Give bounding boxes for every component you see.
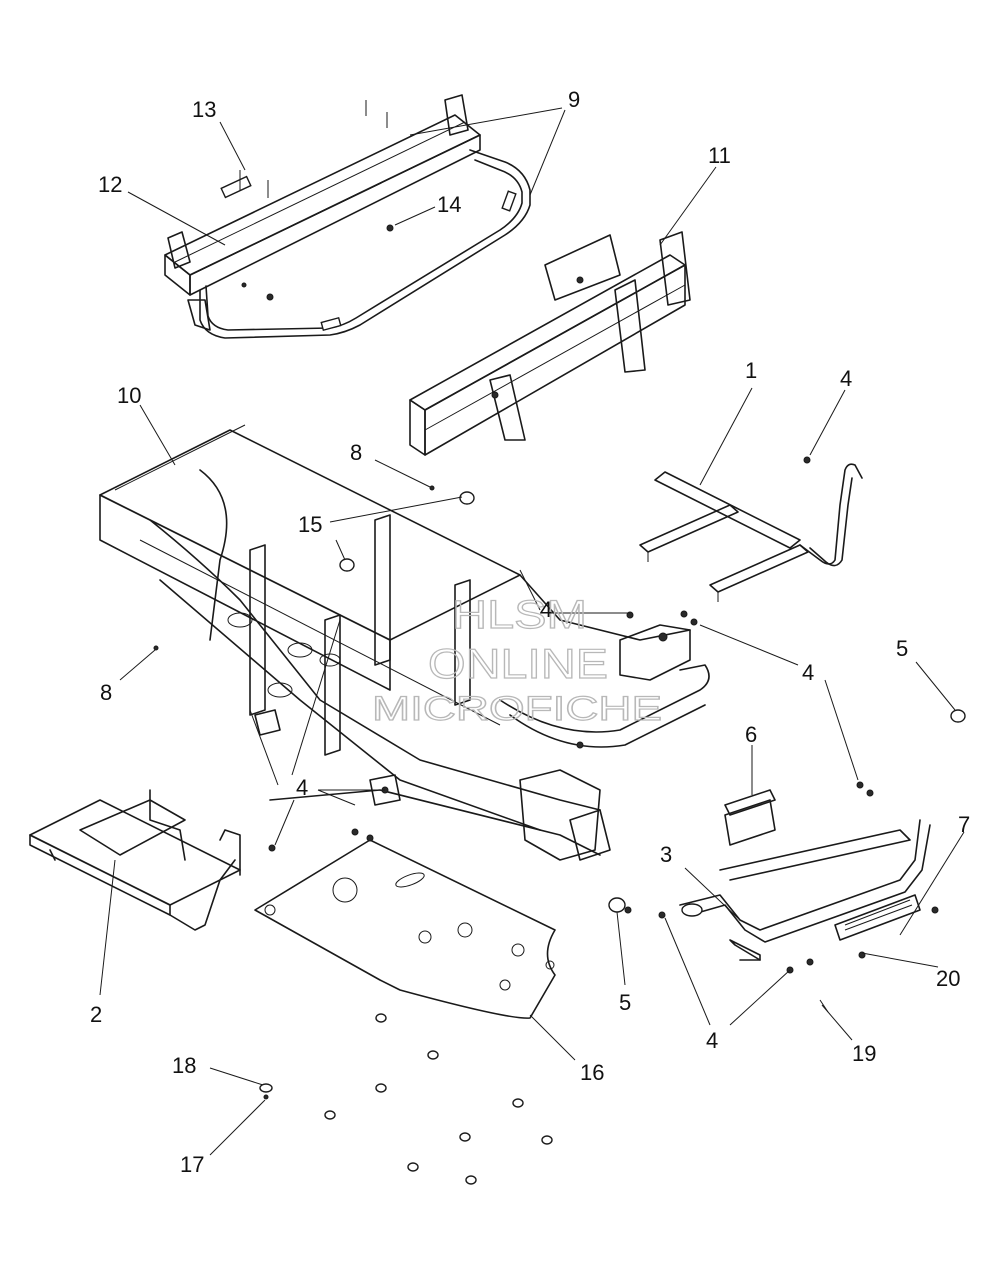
- callout-14: 14: [437, 192, 461, 217]
- callout-13: 13: [192, 97, 216, 122]
- callout-4b: 4: [802, 660, 814, 685]
- callout-4d: 4: [296, 775, 308, 800]
- callout-18: 18: [172, 1053, 196, 1078]
- callout-20: 20: [936, 966, 960, 991]
- watermark-line-2: ONLINE: [428, 640, 608, 687]
- watermark: HLSM ONLINE MICROFICHE: [371, 592, 662, 728]
- grommet-plugs: [608, 709, 966, 913]
- fasteners: [153, 456, 939, 1185]
- callout-1: 1: [745, 358, 757, 383]
- rear-crossmember: [409, 231, 691, 456]
- callout-17: 17: [180, 1152, 204, 1177]
- watermark-line-1: HLSM: [452, 593, 587, 637]
- cargo-box-frame: [164, 94, 531, 339]
- bumper-bracket: [724, 789, 776, 846]
- front-bumper: [679, 819, 931, 961]
- callout-10: 10: [117, 383, 141, 408]
- callout-7: 7: [958, 812, 970, 837]
- callout-4e: 4: [706, 1028, 718, 1053]
- frame-caps: [339, 491, 475, 572]
- skid-plate: [254, 839, 556, 1019]
- callout-labels: 1 2 3 4 4 4 4 4 5 5 6 7 8 8 9 10 11 12 1…: [90, 87, 970, 1177]
- callout-5a: 5: [896, 636, 908, 661]
- callout-2: 2: [90, 1002, 102, 1027]
- callout-9: 9: [568, 87, 580, 112]
- front-support-bracket: [29, 789, 241, 931]
- rear-bumper: [639, 463, 863, 602]
- callout-5b: 5: [619, 990, 631, 1015]
- callout-3: 3: [660, 842, 672, 867]
- callout-4c: 4: [540, 597, 552, 622]
- callout-12: 12: [98, 172, 122, 197]
- callout-19: 19: [852, 1041, 876, 1066]
- callout-16: 16: [580, 1060, 604, 1085]
- callout-8a: 8: [350, 440, 362, 465]
- callout-6: 6: [745, 722, 757, 747]
- leader-lines: [99, 107, 965, 1156]
- watermark-line-3: MICROFICHE: [372, 690, 662, 728]
- main-chassis-frame: [99, 424, 710, 861]
- callout-4a: 4: [840, 366, 852, 391]
- callout-15: 15: [298, 512, 322, 537]
- callout-11: 11: [708, 143, 731, 168]
- callout-8b: 8: [100, 680, 112, 705]
